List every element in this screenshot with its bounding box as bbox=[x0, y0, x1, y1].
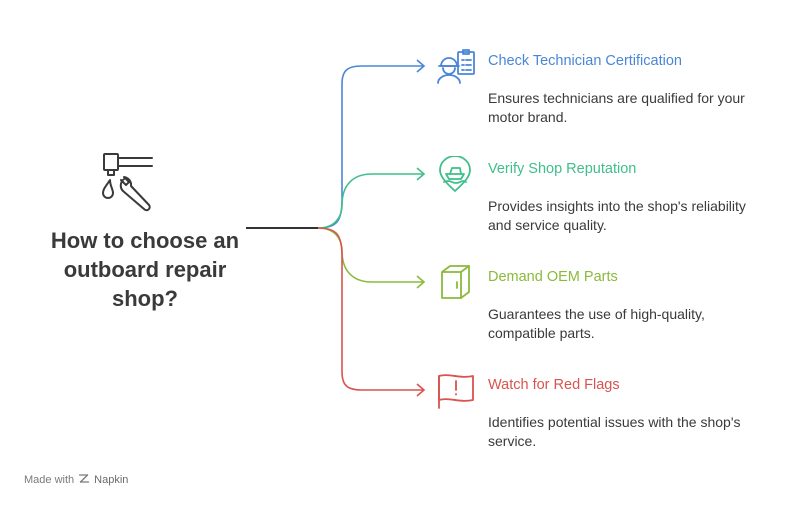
faucet-wrench-icon bbox=[95, 148, 165, 219]
napkin-logo-icon bbox=[78, 473, 90, 487]
branch-description: Guarantees the use of high-quality, comp… bbox=[488, 306, 705, 341]
branch-description: Identifies potential issues with the sho… bbox=[488, 414, 741, 449]
main-title-line: shop? bbox=[112, 286, 178, 311]
connector-branch-4 bbox=[317, 227, 424, 391]
footer-brand-label: Napkin bbox=[94, 474, 129, 486]
main-title-line: How to choose an bbox=[50, 228, 240, 253]
boat-location-pin-icon bbox=[436, 155, 478, 199]
branch-description: Ensures technicians are qualified for yo… bbox=[488, 90, 745, 125]
connector-branch-2 bbox=[317, 173, 424, 229]
technician-clipboard-icon bbox=[436, 48, 478, 91]
branch-title: Verify Shop Reputation bbox=[488, 161, 637, 177]
footer-made-with-label: Made with bbox=[24, 474, 75, 486]
parts-cabinet-icon bbox=[436, 264, 478, 307]
made-with-napkin-footer[interactable]: Made with Napkin bbox=[24, 473, 128, 487]
connector-branch-3 bbox=[317, 227, 424, 283]
arrowhead-branch-4 bbox=[416, 383, 426, 397]
branch-title: Demand OEM Parts bbox=[488, 269, 618, 285]
arrowhead-branch-1 bbox=[416, 59, 426, 73]
arrowhead-branch-2 bbox=[416, 167, 426, 181]
connector-branch-1 bbox=[317, 65, 424, 229]
main-title: How to choose an outboard repair shop? bbox=[20, 226, 270, 313]
branch-description: Provides insights into the shop's reliab… bbox=[488, 198, 746, 233]
arrowhead-branch-3 bbox=[416, 275, 426, 289]
branch-title: Check Technician Certification bbox=[488, 53, 682, 69]
branch-title: Watch for Red Flags bbox=[488, 377, 620, 393]
red-flag-icon bbox=[436, 372, 478, 415]
main-title-line: outboard repair bbox=[63, 257, 227, 282]
